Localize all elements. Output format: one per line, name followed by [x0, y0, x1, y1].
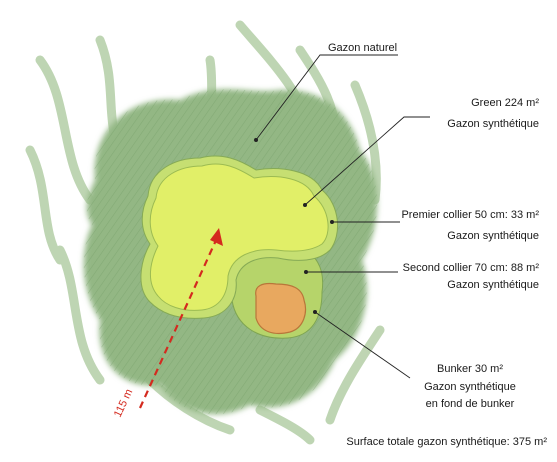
label-bunker-sub2: en fond de bunker: [425, 398, 515, 410]
label-collier1-sub: Gazon synthétique: [447, 230, 539, 242]
distance-arrow-head: [210, 228, 223, 246]
label-bunker-sub1: Gazon synthétique: [424, 381, 516, 393]
distance-label: 115 m: [112, 387, 135, 419]
label-green-title: Green 224 m²: [471, 97, 539, 109]
green-area: [149, 163, 329, 311]
label-gazon-naturel: Gazon naturel: [328, 42, 398, 54]
natural-grass-strokes: [25, 20, 385, 445]
label-total-surface: Surface totale gazon synthétique: 375 m²: [346, 436, 547, 448]
label-collier2-sub: Gazon synthétique: [447, 279, 539, 291]
label-bunker-title: Bunker 30 m²: [436, 363, 504, 375]
label-collier2-title: Second collier 70 cm: 88 m²: [402, 262, 539, 274]
leader-dots: [254, 138, 334, 314]
label-green-sub: Gazon synthétique: [447, 118, 539, 130]
leader-lines: [255, 54, 430, 379]
label-collier1-title: Premier collier 50 cm: 33 m²: [401, 209, 539, 221]
bunker: [255, 282, 307, 335]
